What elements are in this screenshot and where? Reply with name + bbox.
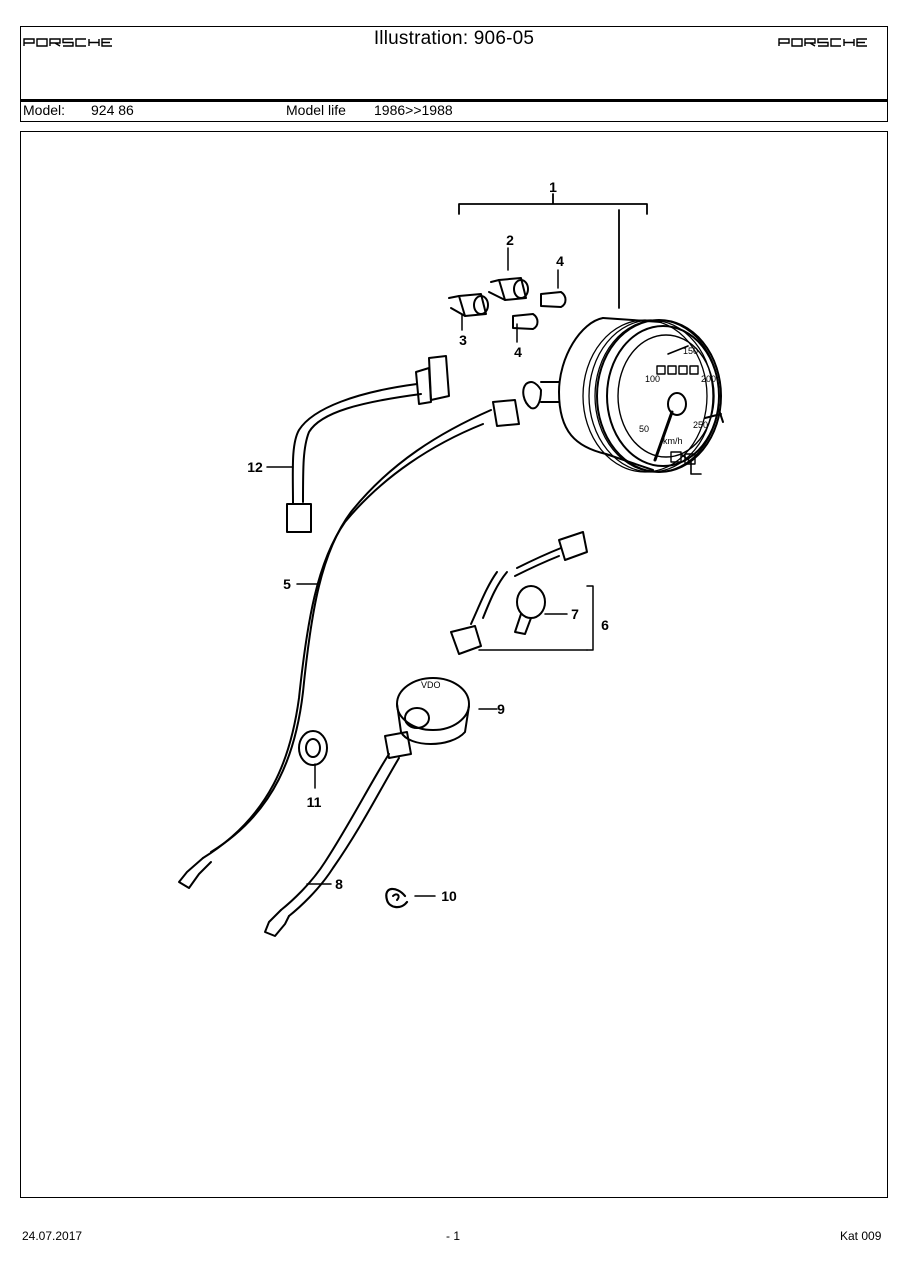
gauge-unit: km/h bbox=[663, 436, 683, 446]
sender-brand: VDO bbox=[421, 680, 441, 690]
callout-11: 11 bbox=[307, 794, 322, 810]
header-divider bbox=[21, 99, 887, 102]
page-title: Illustration: 906-05 bbox=[373, 28, 535, 49]
header-box: Illustration: 906-05 Model: 924 86 Model… bbox=[20, 26, 888, 122]
drive-gear-icon bbox=[514, 585, 546, 635]
footer-date: 24.07.2017 bbox=[22, 1229, 83, 1243]
gauge-number-200: 200 bbox=[701, 374, 716, 384]
footer-page-number: - 1 bbox=[446, 1229, 461, 1243]
illustration-frame: 1 2 3 4 4 5 6 7 8 9 10 11 12 50 100 150 … bbox=[20, 131, 888, 1198]
footer-catalog: Kat 009 bbox=[840, 1229, 882, 1243]
bulb-icon bbox=[512, 313, 539, 330]
bulb-icon bbox=[540, 291, 567, 308]
callout-6: 6 bbox=[601, 617, 609, 633]
model-label: Model: bbox=[23, 102, 66, 118]
cable-section-icon bbox=[450, 531, 588, 655]
gauge-number-100: 100 bbox=[645, 374, 660, 384]
porsche-logo-left bbox=[23, 36, 125, 48]
callout-4-lower: 4 bbox=[514, 344, 522, 360]
wiring-harness-icon bbox=[286, 355, 450, 533]
callout-1: 1 bbox=[549, 179, 557, 195]
callout-3: 3 bbox=[459, 332, 467, 348]
exploded-parts-drawing: 1 2 3 4 4 5 6 7 8 9 10 11 12 50 100 150 … bbox=[178, 179, 724, 937]
gauge-number-50: 50 bbox=[639, 424, 649, 434]
model-life-value: 1986>>1988 bbox=[374, 102, 453, 118]
callout-4-upper: 4 bbox=[556, 253, 564, 269]
porsche-wordmark-icon bbox=[778, 38, 867, 47]
callout-10: 10 bbox=[441, 888, 457, 904]
model-life-label: Model life bbox=[286, 102, 346, 118]
callout-9: 9 bbox=[497, 701, 505, 717]
gauge-number-250: 250 bbox=[693, 420, 708, 430]
lower-cable-icon bbox=[264, 731, 412, 937]
callout-7: 7 bbox=[571, 606, 579, 622]
bulb-holder-icon bbox=[488, 277, 529, 301]
callout-8: 8 bbox=[335, 876, 343, 892]
porsche-logo-right bbox=[778, 36, 880, 48]
clip-icon bbox=[385, 887, 409, 909]
callout-5: 5 bbox=[283, 576, 291, 592]
gauge-number-150: 150 bbox=[683, 346, 698, 356]
grommet-icon bbox=[298, 730, 328, 766]
speedometer-cable-icon bbox=[178, 399, 520, 889]
callout-2: 2 bbox=[506, 232, 514, 248]
porsche-wordmark-icon bbox=[23, 38, 112, 47]
bulb-holder-icon bbox=[448, 293, 489, 317]
callout-12: 12 bbox=[247, 459, 263, 475]
model-value: 924 86 bbox=[91, 102, 134, 118]
speedometer-icon bbox=[522, 317, 724, 475]
